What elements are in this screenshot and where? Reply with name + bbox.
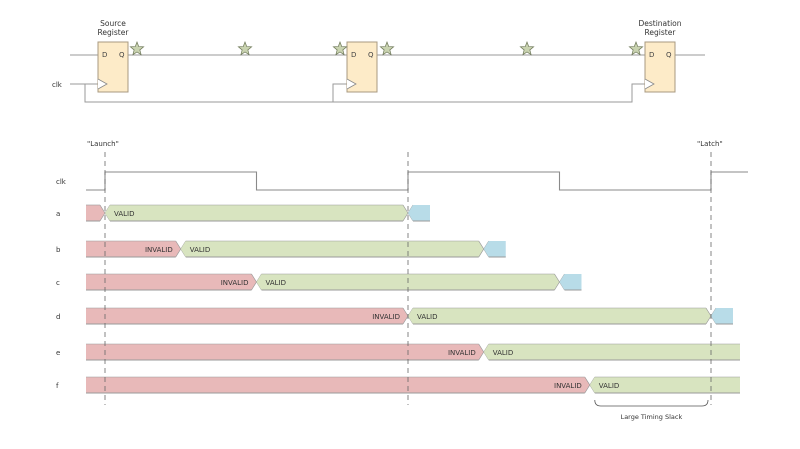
- star-icon: [519, 41, 535, 56]
- invalid-segment: [86, 308, 408, 324]
- invalid-segment: [86, 344, 484, 360]
- valid-label: VALID: [114, 210, 134, 218]
- valid-segment: [589, 377, 740, 393]
- clock-input-triangle-icon: [97, 78, 108, 90]
- d-pin-label: D: [351, 51, 356, 59]
- clock-input-triangle-icon: [644, 78, 655, 90]
- next-data-segment: [408, 205, 430, 221]
- valid-segment: [105, 205, 408, 221]
- signal-label: d: [56, 313, 60, 321]
- valid-segment: [408, 308, 711, 324]
- signal-label: b: [56, 246, 61, 254]
- signal-row-c: c VALID INVALID: [56, 273, 582, 291]
- signal-row-f: f VALID INVALID: [56, 376, 740, 394]
- clock-branch-wire: [332, 83, 347, 102]
- next-data-segment: [711, 308, 733, 324]
- star-icon: [379, 41, 395, 56]
- valid-label: VALID: [599, 382, 619, 390]
- clock-input-triangle-icon: [346, 78, 357, 90]
- q-pin-label: Q: [368, 51, 374, 59]
- q-pin-label: Q: [119, 51, 125, 59]
- signal-row-b: b VALID INVALID: [56, 240, 506, 258]
- signal-label: a: [56, 210, 60, 218]
- star-icon: [332, 41, 348, 56]
- next-data-segment: [483, 241, 506, 257]
- invalid-segment: [86, 241, 181, 257]
- clk-waveform: [86, 171, 748, 191]
- clk-signal-label: clk: [56, 178, 67, 186]
- register-title: Register: [98, 28, 130, 37]
- valid-label: VALID: [190, 246, 210, 254]
- q-pin-label: Q: [666, 51, 672, 59]
- invalid-label: INVALID: [372, 313, 400, 321]
- signal-label: f: [56, 382, 59, 390]
- valid-label: VALID: [266, 279, 286, 287]
- signal-row-d: d VALID INVALID: [56, 307, 733, 325]
- latch-label: "Latch": [697, 140, 723, 148]
- signal-row-e: e VALID INVALID: [56, 343, 740, 361]
- clock-label: clk: [52, 81, 63, 89]
- register-title: Source: [100, 19, 126, 28]
- invalid-segment: [86, 377, 590, 393]
- signal-row-a: a VALID: [56, 204, 430, 222]
- signal-label: c: [56, 279, 60, 287]
- invalid-label: INVALID: [221, 279, 249, 287]
- valid-segment: [180, 241, 484, 257]
- register-title: Destination: [638, 19, 681, 28]
- valid-segment: [483, 344, 740, 360]
- valid-label: VALID: [417, 313, 437, 321]
- d-pin-label: D: [649, 51, 654, 59]
- clock-distribution-wire: [84, 83, 645, 103]
- signal-label: e: [56, 349, 60, 357]
- star-icon: [237, 41, 253, 56]
- star-icon: [628, 41, 644, 56]
- invalid-segment: [86, 205, 105, 221]
- slack-label: Large Timing Slack: [621, 413, 683, 421]
- valid-label: VALID: [493, 349, 513, 357]
- register-title: Register: [645, 28, 677, 37]
- invalid-label: INVALID: [448, 349, 476, 357]
- invalid-label: INVALID: [145, 246, 173, 254]
- invalid-segment: [86, 274, 257, 290]
- next-data-segment: [559, 274, 582, 290]
- d-pin-label: D: [102, 51, 107, 59]
- slack-brace: [594, 399, 709, 407]
- star-icon: [129, 41, 145, 56]
- invalid-label: INVALID: [554, 382, 582, 390]
- launch-label: "Launch": [87, 140, 119, 148]
